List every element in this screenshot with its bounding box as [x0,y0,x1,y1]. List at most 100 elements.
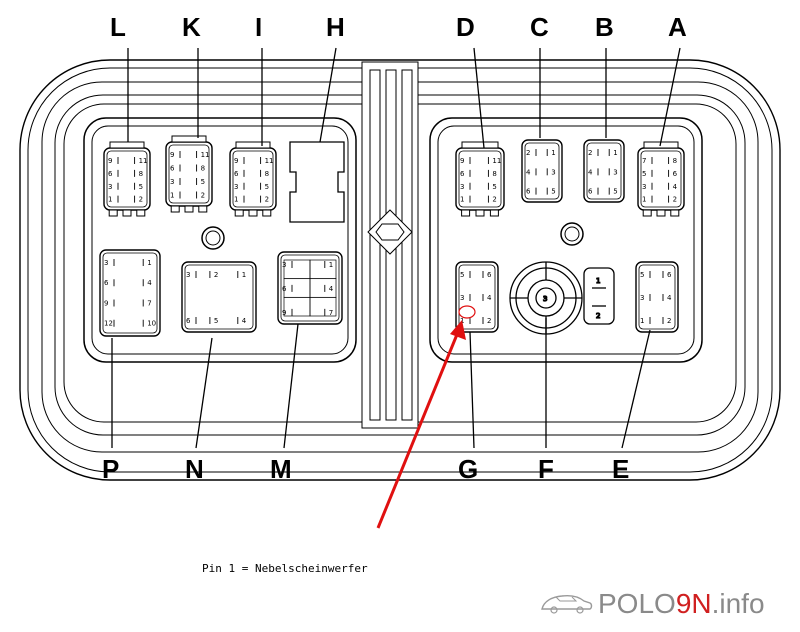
connector-latch [109,141,145,149]
pin-label: 9 [282,309,286,317]
connector-inner [638,264,676,330]
pin-label: 6 [186,317,191,325]
pin-label: 4 [673,183,678,191]
pin-label: 1 [460,196,464,204]
pin-label: 2 [526,149,530,157]
pin-label: 2 [214,271,218,279]
connector-body [635,261,679,333]
pin-label: 3 [282,261,286,269]
pin-label: 3 [170,178,174,186]
pin-label: 8 [139,170,143,178]
pin-label: 11 [139,157,148,165]
pin-label: 9 [234,157,238,165]
pin-label: 6 [234,170,239,178]
pin-label: 1 [170,191,174,199]
pin-label: 4 [329,285,334,293]
pin-label: 6 [588,188,593,196]
connector-latch [461,141,499,149]
label-B: B [595,12,614,42]
connector-inner [184,264,254,330]
pin-label: 1 [147,259,151,267]
pin-label: 9 [104,299,108,307]
pin-label: 2 [492,196,496,204]
pin-label: 8 [492,170,496,178]
label-D: D [456,12,475,42]
pin-label: 4 [242,317,247,325]
connector-tab [108,209,118,217]
pin-label: 1 [329,261,333,269]
pin-label: 1 [642,196,646,204]
pin-label: 5 [640,271,644,279]
label-E: E [612,454,629,484]
pin-label: 2 [667,317,671,325]
connector-latch [235,141,271,149]
pin-label: 7 [642,157,646,165]
connector-latch [171,135,207,143]
connector-tab [461,209,471,217]
letter-labels: L K I H D C B A P N M G F E [102,12,687,484]
pin-label: 9 [460,157,464,165]
pin-label: 4 [588,168,593,176]
connector-tab [170,205,180,213]
connector-tab [248,209,258,217]
pin-label: 7 [147,299,151,307]
pin-label: 5 [551,188,555,196]
connector-body [99,249,161,337]
connector-tab [198,205,208,213]
brand-suffix: .info [711,588,765,619]
connector-F: 3 1 2 [509,261,615,335]
connector-inner [640,150,682,208]
pin-label: 2 [596,312,600,320]
pin-label: 4 [147,279,152,287]
connector-tab [122,209,132,217]
pin-label: 6 [526,188,531,196]
pin-label: 5 [214,317,218,325]
brand-logo: POLO9N.info [540,588,765,620]
pin-label: 6 [170,164,175,172]
pin-label: 3 [460,183,464,191]
annotation-caption: Pin 1 = Nebelscheinwerfer [202,562,368,575]
pin-label: 2 [673,196,677,204]
label-M: M [270,454,292,484]
pin-label: 6 [104,279,109,287]
pin-label: 3 [640,294,644,302]
pin-label: 11 [265,157,274,165]
pin-label: 3 [108,183,112,191]
connector-tab [642,209,652,217]
pin-label: 9 [170,151,174,159]
pin-label: 1 [234,196,238,204]
pin-label: 1 [613,149,617,157]
connector-body [455,261,499,333]
pin-label: 4 [487,294,492,302]
connector-tab [670,209,680,217]
car-outline-icon [540,589,594,620]
pin-label: 8 [673,157,677,165]
pin-label: 2 [201,191,205,199]
label-N: N [185,454,204,484]
connector-body [583,139,625,203]
connector-inner [458,150,502,208]
pin-label: 3 [234,183,238,191]
connector-H [289,141,345,223]
pin-label: 1 [460,317,464,325]
brand-name: POLO9N.info [598,588,765,620]
pointer-lines [111,47,681,449]
pin-label: 5 [613,188,617,196]
brand-prefix: POLO [598,588,676,619]
label-G: G [458,454,478,484]
pin-label: 4 [667,294,672,302]
connector-inner [168,144,210,204]
screws [201,222,584,250]
connector-inner [458,264,496,330]
connector-inner [280,254,340,322]
